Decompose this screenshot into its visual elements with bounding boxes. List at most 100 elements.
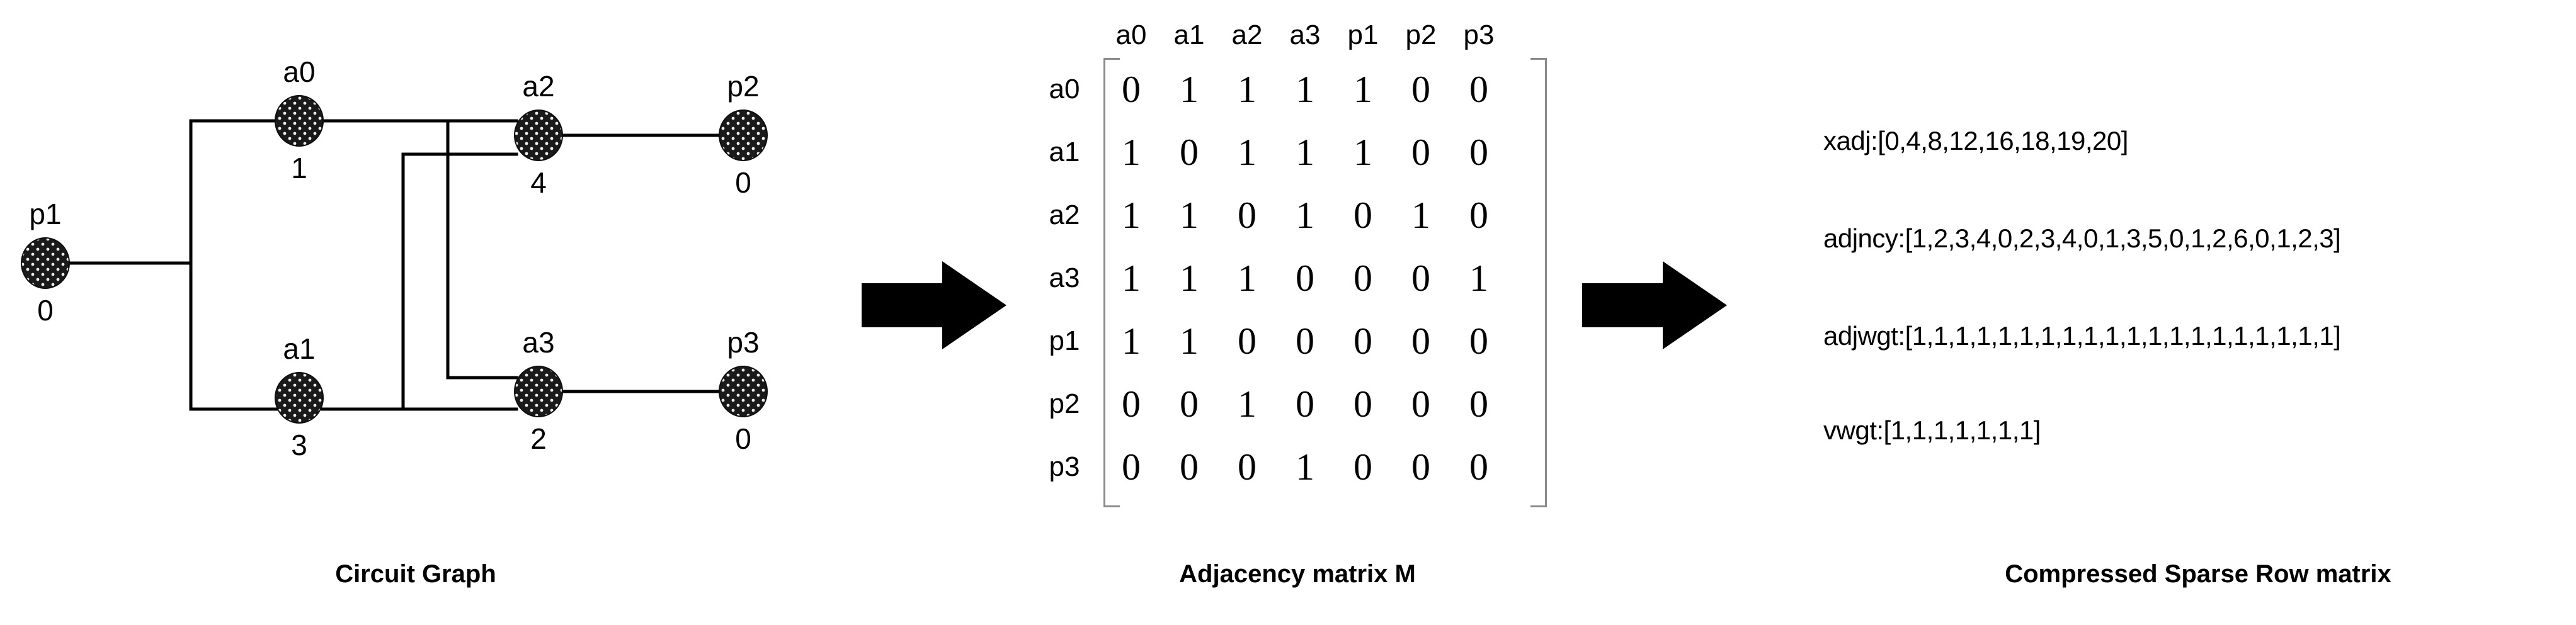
matrix-row-header-a1: a1 xyxy=(1049,137,1080,167)
wire-a0-branch-down xyxy=(446,119,518,380)
csr-matrix-panel: xadj:[0,4,8,12,16,18,19,20] adjncy:[1,2,3… xyxy=(1823,0,2576,625)
circuit-graph-svg xyxy=(21,95,768,424)
node-weight-a1: 3 xyxy=(291,429,307,461)
csr-line-adjwgt: adjwgt:[1,1,1,1,1,1,1,1,1,1,1,1,1,1,1,1,… xyxy=(1823,321,2341,351)
node-weight-p2: 0 xyxy=(735,166,751,199)
circuit-node-a0[interactable] xyxy=(275,95,324,147)
matrix-cell-a0-a3: 1 xyxy=(1296,69,1314,110)
circuit-node-p3[interactable] xyxy=(719,366,768,417)
matrix-cell-a1-a1: 0 xyxy=(1180,132,1199,173)
matrix-header-row: a0 a1 a2 a3 p1 p2 p3 xyxy=(1027,13,1508,58)
matrix-cell-a3-p3: 1 xyxy=(1469,257,1488,299)
node-weight-p3: 0 xyxy=(735,422,751,455)
matrix-col-header-p1: p1 xyxy=(1347,20,1379,50)
matrix-cell-a0-a2: 1 xyxy=(1238,69,1257,110)
matrix-cell-a2-a3: 1 xyxy=(1296,194,1314,236)
circuit-node-p1[interactable] xyxy=(21,237,70,289)
matrix-row-header-a2: a2 xyxy=(1049,200,1080,230)
csr-line-adjncy: adjncy:[1,2,3,4,0,2,3,4,0,1,3,5,0,1,2,6,… xyxy=(1823,223,2341,253)
caption-csr-matrix: Compressed Sparse Row matrix xyxy=(2005,560,2391,588)
matrix-row-header-p1: p1 xyxy=(1049,325,1080,356)
matrix-cell-p2-a0: 0 xyxy=(1122,383,1141,425)
matrix-cell-a3-p1: 0 xyxy=(1354,257,1372,299)
matrix-col-header-a0: a0 xyxy=(1115,20,1147,50)
arrow-matrix-to-csr-icon xyxy=(1582,261,1727,349)
matrix-corner xyxy=(1027,13,1102,58)
matrix-cell-p3-p3: 0 xyxy=(1469,446,1488,488)
matrix-col-header-a2: a2 xyxy=(1231,20,1263,50)
matrix-cell-a1-a2: 1 xyxy=(1238,132,1257,173)
matrix-cell-a3-a2: 1 xyxy=(1238,257,1257,299)
matrix-cell-p1-a2: 0 xyxy=(1238,320,1257,362)
matrix-cell-p2-a1: 0 xyxy=(1180,383,1199,425)
matrix-cell-a1-p3: 0 xyxy=(1469,132,1488,173)
matrix-cell-p3-a1: 0 xyxy=(1180,446,1199,488)
matrix-cell-a2-p2: 1 xyxy=(1411,194,1430,236)
node-label-a0: a0 xyxy=(283,55,316,88)
circuit-node-p2[interactable] xyxy=(719,110,768,161)
node-layer xyxy=(21,95,768,424)
matrix-cell-p2-p1: 0 xyxy=(1354,383,1372,425)
matrix-cell-a2-p3: 0 xyxy=(1469,194,1488,236)
matrix-cell-p1-a0: 1 xyxy=(1122,320,1141,362)
matrix-cell-p3-p1: 0 xyxy=(1354,446,1372,488)
node-weight-a0: 1 xyxy=(291,152,307,184)
matrix-cell-p1-p1: 0 xyxy=(1354,320,1372,362)
matrix-cell-a1-p2: 0 xyxy=(1411,132,1430,173)
matrix-cell-a1-p1: 1 xyxy=(1354,132,1372,173)
node-weight-a2: 4 xyxy=(530,166,547,199)
matrix-cell-p1-a1: 1 xyxy=(1180,320,1199,362)
node-label-p1: p1 xyxy=(29,198,62,230)
matrix-cell-p1-p2: 0 xyxy=(1411,320,1430,362)
matrix-cell-a3-a1: 1 xyxy=(1180,257,1199,299)
matrix-cell-a3-a0: 1 xyxy=(1122,257,1141,299)
matrix-cell-a2-a2: 0 xyxy=(1238,194,1257,236)
matrix-cell-a0-p2: 0 xyxy=(1411,69,1430,110)
csr-line-xadj: xadj:[0,4,8,12,16,18,19,20] xyxy=(1823,126,2128,155)
node-label-p3: p3 xyxy=(727,326,760,359)
matrix-cell-a1-a0: 1 xyxy=(1122,132,1141,173)
csr-line-vwgt: vwgt:[1,1,1,1,1,1,1] xyxy=(1823,415,2041,445)
matrix-col-header-a1: a1 xyxy=(1173,20,1205,50)
matrix-cell-p2-a3: 0 xyxy=(1296,383,1314,425)
matrix-cell-p3-a2: 0 xyxy=(1238,446,1257,488)
matrix-cell-a0-p3: 0 xyxy=(1469,69,1488,110)
matrix-cell-a1-a3: 1 xyxy=(1296,132,1314,173)
node-weight-a3: 2 xyxy=(530,422,547,455)
matrix-row-header-a0: a0 xyxy=(1049,74,1080,104)
matrix-cell-p3-a0: 0 xyxy=(1122,446,1141,488)
matrix-cell-a3-a3: 0 xyxy=(1296,257,1314,299)
circuit-node-a2[interactable] xyxy=(514,110,563,161)
node-weight-p1: 0 xyxy=(37,294,54,327)
matrix-row-header-p3: p3 xyxy=(1049,451,1080,482)
caption-circuit-graph: Circuit Graph xyxy=(335,560,496,588)
matrix-col-header-a3: a3 xyxy=(1289,20,1321,50)
matrix-col-header-p2: p2 xyxy=(1405,20,1437,50)
matrix-cell-a0-p1: 1 xyxy=(1354,69,1372,110)
wire-a2-branch-down xyxy=(401,152,518,411)
matrix-cell-p1-a3: 0 xyxy=(1296,320,1314,362)
matrix-col-header-p3: p3 xyxy=(1463,20,1495,50)
matrix-row-header-a3: a3 xyxy=(1049,262,1080,293)
matrix-cell-p2-p2: 0 xyxy=(1411,383,1430,425)
matrix-cell-a0-a0: 0 xyxy=(1122,69,1141,110)
matrix-cell-a0-a1: 1 xyxy=(1180,69,1199,110)
circuit-node-a1[interactable] xyxy=(275,372,324,424)
node-label-a1: a1 xyxy=(283,332,316,365)
caption-adjacency-matrix: Adjacency matrix M xyxy=(1179,560,1416,588)
node-label-p2: p2 xyxy=(727,70,760,103)
node-label-a2: a2 xyxy=(522,70,555,103)
circuit-node-a3[interactable] xyxy=(514,366,563,417)
matrix-cell-a2-p1: 0 xyxy=(1354,194,1372,236)
matrix-cell-p2-a2: 1 xyxy=(1238,383,1257,425)
